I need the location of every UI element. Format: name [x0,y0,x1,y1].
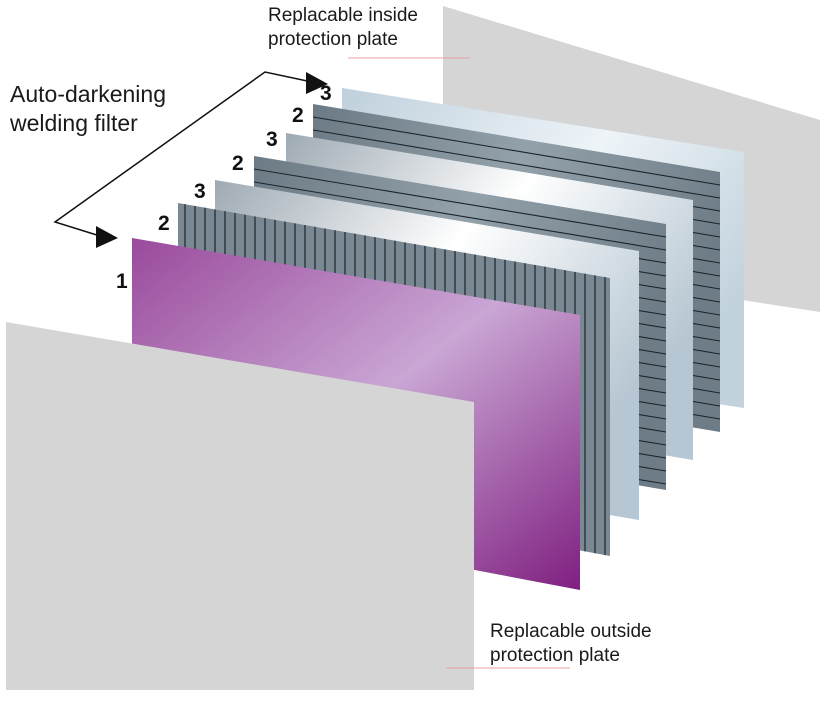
layer-number-3b: 3 [266,128,278,151]
filter-label-line2: welding filter [10,109,138,136]
outside-plate-label: Replacable outside protection plate [490,620,652,668]
polarizer-line [312,116,721,186]
layer-number-3c: 3 [320,82,332,105]
filter-bracket-line [53,71,313,237]
outside-plate-label-line2: protection plate [490,644,620,666]
outside-plate-label-line1: Replacable outside [490,621,652,642]
layer-number-2c: 2 [292,104,304,127]
outside-protection-plate [6,322,474,690]
layer-number-3a: 3 [194,180,206,203]
bracket-arrow-top [306,72,328,94]
layer-number-1: 1 [116,270,128,293]
bracket-arrow-bottom [96,226,118,248]
layer-number-2a: 2 [158,212,170,235]
filter-label-line1: Auto-darkening [10,81,166,107]
layer-number-2b: 2 [232,152,244,175]
polarizer-line [253,168,667,238]
inside-plate-label-line2: protection plate [268,28,398,50]
filter-label: Auto-darkening welding filter [10,80,166,138]
inside-plate-label: Replacable inside protection plate [268,4,418,52]
inside-plate-label-line1: Replacable inside [268,5,418,26]
polarizer-line [253,181,667,251]
polarizer-line [312,129,721,199]
